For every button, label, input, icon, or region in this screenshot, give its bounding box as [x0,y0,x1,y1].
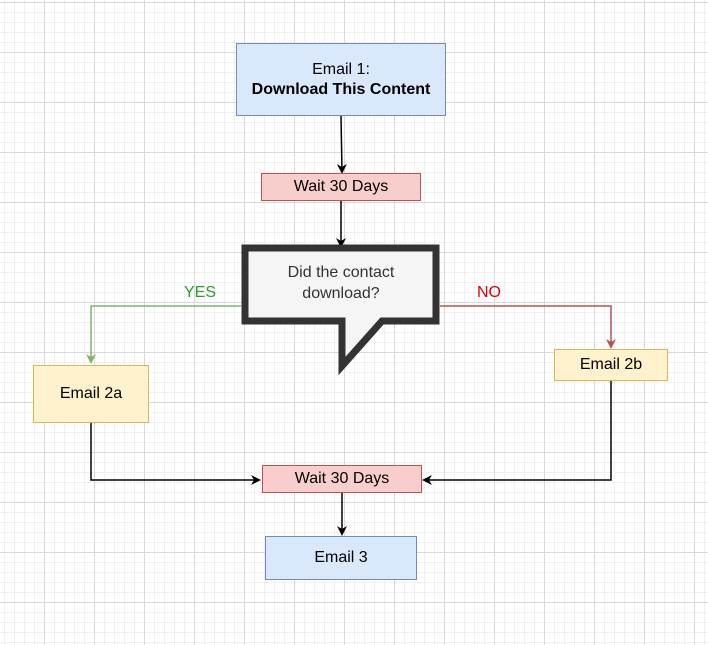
decision-line2: download? [302,285,380,302]
email2b-node[interactable]: Email 2b [554,349,668,381]
email1-title: Download This Content [251,80,431,98]
edge-no-to-email2b [440,305,616,349]
wait-top-label: Wait 30 Days [293,178,389,195]
wait-30-days-top-node[interactable]: Wait 30 Days [261,173,421,201]
no-label: NO [477,284,501,301]
email3-label: Email 3 [314,549,368,566]
decision-callout [241,244,440,376]
decision-text[interactable]: Did the contact download? [250,262,432,304]
decision-line1: Did the contact [287,264,395,281]
edge-email1-to-wait [336,115,347,174]
edge-email2a-to-wait [90,423,261,485]
email1-node[interactable]: Email 1: Download This Content [236,43,446,116]
email2a-node[interactable]: Email 2a [33,365,149,423]
email3-node[interactable]: Email 3 [265,536,417,580]
wait-bottom-label: Wait 30 Days [294,470,390,487]
email1-label: Email 1: [312,60,370,78]
edge-yes-to-email2a [86,305,241,364]
edge-email2b-to-wait [422,381,612,485]
email2a-label: Email 2a [59,385,123,402]
wait-30-days-bottom-node[interactable]: Wait 30 Days [262,465,422,493]
yes-label: YES [184,284,217,301]
email2b-label: Email 2b [579,356,643,373]
